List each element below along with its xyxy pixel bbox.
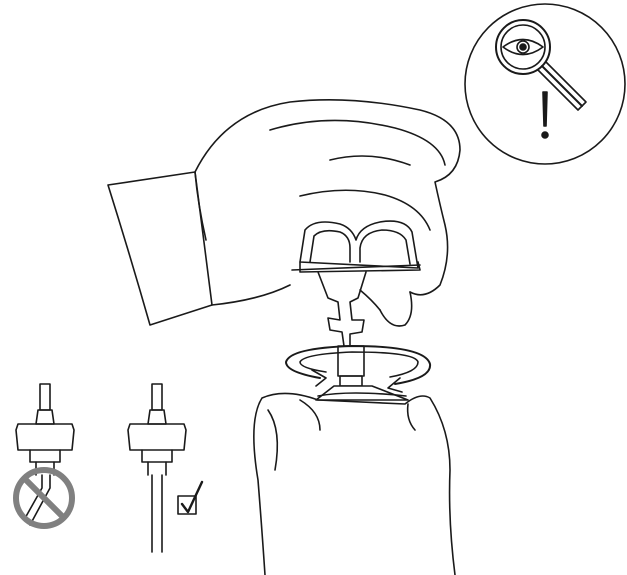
correct-example <box>128 384 202 552</box>
incorrect-example <box>16 384 74 526</box>
exclamation-icon <box>543 92 547 126</box>
checkmark-box-icon <box>178 482 202 514</box>
prohibited-icon <box>16 470 72 526</box>
rotation-arrow-icon <box>286 346 430 392</box>
cap-assembly <box>292 221 420 386</box>
container <box>316 386 408 400</box>
lower-gloved-hand <box>254 393 455 575</box>
inspect-magnifier-icon <box>465 4 625 164</box>
upper-gloved-hand <box>108 100 460 326</box>
